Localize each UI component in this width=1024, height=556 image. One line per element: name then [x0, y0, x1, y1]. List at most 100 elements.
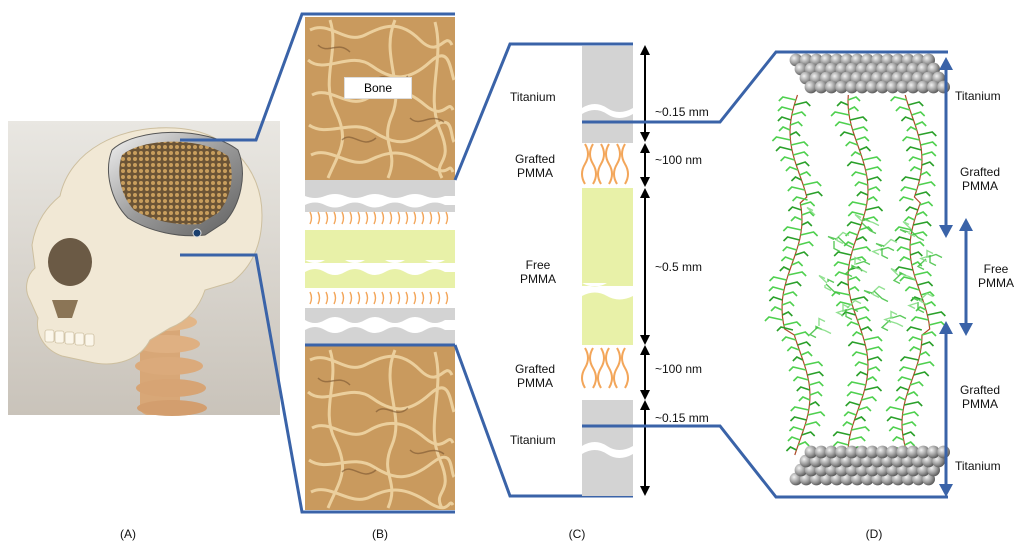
- polymer-side-group: [885, 406, 904, 412]
- titanium-atom: [804, 445, 818, 459]
- titanium-atom: [835, 445, 848, 459]
- free-pmma-molecule: [863, 289, 873, 295]
- polymer-side-group: [915, 211, 928, 217]
- c-grafted-bottom: [581, 347, 629, 389]
- polymer-side-group: [860, 326, 873, 332]
- polymer-side-group: [921, 341, 935, 347]
- polymer-side-group: [809, 401, 821, 407]
- polymer-side-group: [795, 161, 810, 167]
- free-pmma-molecule: [890, 267, 900, 277]
- free-pmma-molecule: [806, 206, 816, 216]
- titanium-atom: [927, 445, 940, 459]
- polymer-side-group: [800, 201, 816, 207]
- strip-titanium-bottom: [305, 327, 455, 345]
- polymer-side-group: [792, 356, 804, 362]
- polymer-side-group: [792, 196, 808, 202]
- polymer-side-group: [796, 386, 811, 392]
- polymer-side-group: [804, 421, 821, 427]
- free-pmma-molecule: [842, 303, 850, 312]
- polymer-side-group: [921, 151, 937, 157]
- free-pmma-molecule: [836, 238, 844, 245]
- polymer-side-group: [867, 176, 882, 182]
- polymer-side-group: [790, 176, 802, 182]
- polymer-side-group: [833, 251, 852, 257]
- free-pmma-molecule: [837, 236, 853, 249]
- polymer-side-group: [846, 321, 860, 327]
- titanium-atom: [876, 80, 889, 94]
- free-pmma-molecule: [833, 241, 841, 253]
- polymer-side-group: [904, 401, 923, 407]
- polymer-side-group: [861, 396, 878, 402]
- polymer-side-group: [788, 366, 807, 372]
- polymer-side-group: [908, 336, 923, 342]
- polymer-side-group: [910, 316, 929, 322]
- polymer-side-group: [854, 181, 869, 187]
- titanium-atom: [865, 445, 879, 459]
- polymer-side-group: [779, 266, 791, 272]
- c-dim-grafted-bottom: ~100 nm: [655, 362, 703, 376]
- polymer-side-group: [853, 306, 870, 312]
- polymer-side-group: [781, 336, 797, 342]
- titanium-atom: [825, 80, 838, 94]
- polymer-side-group: [804, 361, 824, 367]
- polymer-side-group: [832, 441, 849, 447]
- polymer-side-group: [855, 236, 868, 242]
- free-pmma-molecule: [854, 213, 864, 223]
- polymer-side-group: [904, 286, 920, 292]
- polymer-side-group: [854, 361, 869, 367]
- free-pmma-molecule: [846, 299, 862, 309]
- polymer-side-group: [863, 336, 883, 342]
- polymer-side-group: [896, 246, 911, 252]
- strip-grafted-top: [309, 211, 449, 225]
- polymer-side-group: [910, 251, 923, 257]
- polymer-side-group: [904, 441, 916, 447]
- polymer-side-group: [794, 251, 809, 257]
- polymer-side-group: [781, 311, 793, 317]
- polymer-side-group: [914, 271, 932, 277]
- polymer-side-group: [790, 216, 803, 222]
- polymer-side-group: [830, 111, 850, 117]
- polymer-side-group: [905, 146, 922, 152]
- panel-d-molecular-model: [764, 53, 973, 497]
- connector-c-d: [633, 50, 948, 499]
- titanium-atom: [886, 80, 899, 94]
- polymer-backbone: [901, 94, 931, 456]
- bone-texture-bottom: [305, 345, 456, 510]
- caption-b: (B): [372, 527, 388, 541]
- d-label-titanium-bottom: Titanium: [955, 459, 1001, 473]
- free-pmma-molecule: [911, 296, 921, 302]
- free-pmma-molecule: [835, 309, 846, 317]
- polymer-side-group: [859, 146, 872, 152]
- free-pmma-molecule: [891, 314, 907, 320]
- polymer-side-group: [787, 271, 807, 277]
- polymer-side-group: [909, 241, 925, 247]
- strip-titanium-top: [305, 180, 455, 190]
- free-pmma-molecule: [902, 220, 912, 230]
- polymer-side-group: [836, 281, 849, 287]
- polymer-side-group: [797, 441, 810, 447]
- polymer-side-group: [787, 436, 801, 442]
- polymer-side-group: [852, 126, 869, 132]
- polymer-side-group: [833, 261, 850, 267]
- polymer-side-group: [848, 286, 860, 292]
- free-pmma-molecule: [871, 248, 882, 256]
- titanium-atom: [906, 445, 920, 459]
- polymer-side-group: [834, 271, 849, 277]
- polymer-side-group: [854, 416, 867, 422]
- polymer-side-group: [764, 316, 784, 322]
- polymer-side-group: [894, 266, 914, 272]
- polymer-side-group: [781, 301, 795, 307]
- free-pmma-molecule: [892, 272, 903, 285]
- polymer-side-group: [846, 221, 862, 227]
- polymer-side-group: [806, 191, 823, 197]
- polymer-side-group: [921, 161, 935, 167]
- implant-mesh: [119, 141, 232, 225]
- polymer-side-group: [843, 411, 857, 417]
- polymer-side-group: [927, 311, 946, 317]
- polymer-side-group: [786, 346, 800, 352]
- polymer-side-group: [900, 176, 920, 182]
- polymer-side-group: [851, 331, 863, 337]
- polymer-side-group: [847, 381, 866, 387]
- free-pmma-molecule: [818, 274, 828, 284]
- polymer-side-group: [780, 156, 795, 162]
